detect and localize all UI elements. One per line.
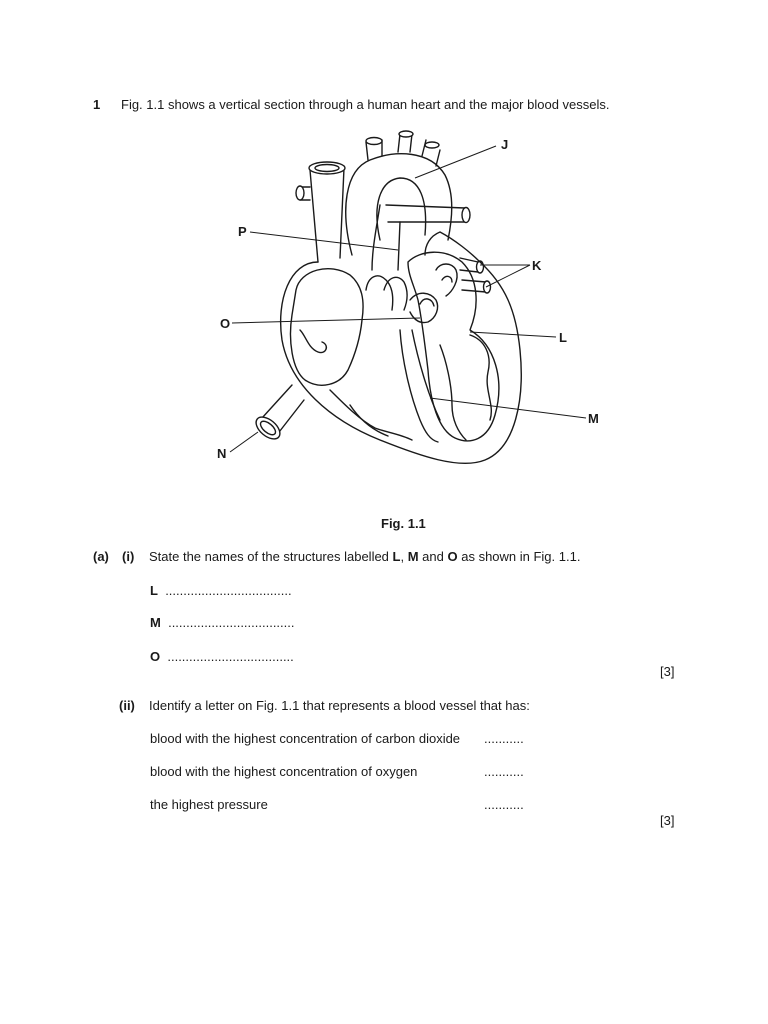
marks-a-i: [3] [660, 664, 675, 679]
label-j: J [501, 137, 508, 152]
answer-blank[interactable]: ................................... [168, 615, 295, 630]
label-o: O [220, 316, 230, 331]
answer-row-m: M ................................... [150, 615, 295, 630]
answer-blank[interactable]: ................................... [165, 583, 292, 598]
answer-letter: M [150, 615, 161, 630]
answer-blank[interactable]: ................................... [167, 649, 294, 664]
letter-l: L [392, 549, 401, 564]
part-a-label: (a) [93, 549, 109, 564]
label-m: M [588, 411, 599, 426]
letter-o: O [447, 549, 458, 564]
item-text: the highest pressure [150, 797, 268, 812]
question-text-end: as shown in Fig. 1.1. [457, 549, 581, 564]
label-k: K [532, 258, 542, 273]
heart-diagram: J P K O L M N [217, 130, 599, 464]
part-a-i-label: (i) [122, 549, 135, 564]
part-a-ii-label: (ii) [119, 698, 135, 713]
letter-m: M [407, 549, 419, 564]
answer-row-l: L ................................... [150, 583, 292, 598]
answer-row-o: O ................................... [150, 649, 294, 664]
question-number: 1 [93, 97, 101, 112]
answer-letter: O [150, 649, 161, 664]
separator-comma: , [400, 549, 408, 564]
label-p: P [238, 224, 247, 239]
separator-and: and [418, 549, 448, 564]
item-blank[interactable]: ........... [484, 797, 524, 812]
item-blank[interactable]: ........... [484, 731, 524, 746]
question-intro: Fig. 1.1 shows a vertical section throug… [121, 97, 610, 112]
answer-letter: L [150, 583, 158, 598]
part-a-ii-question: Identify a letter on Fig. 1.1 that repre… [149, 698, 530, 713]
marks-a-ii: [3] [660, 813, 675, 828]
label-l: L [559, 330, 567, 345]
part-a-i-question: State the names of the structures labell… [149, 549, 580, 564]
figure-caption: Fig. 1.1 [381, 516, 426, 531]
item-text: blood with the highest concentration of … [150, 764, 418, 779]
label-n: N [217, 446, 226, 461]
question-text-start: State the names of the structures labell… [149, 549, 393, 564]
item-blank[interactable]: ........... [484, 764, 524, 779]
item-text: blood with the highest concentration of … [150, 731, 461, 746]
